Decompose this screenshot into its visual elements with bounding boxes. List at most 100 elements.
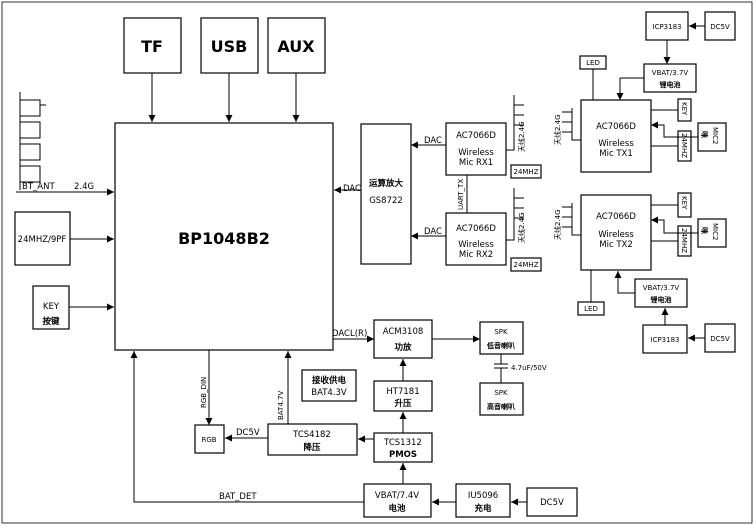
bat-label: VBAT/7.4V — [375, 491, 419, 501]
tx2-key-label: KEY — [680, 196, 688, 210]
tf-block: TF — [123, 17, 182, 74]
tx1-name2-label: Mic TX1 — [599, 149, 633, 159]
pmos-block: TCS1312 PMOS — [373, 432, 433, 463]
charger-block: IU5096 充电 — [455, 483, 511, 518]
bat-block: VBAT/7.4V 电池 — [363, 483, 432, 518]
pmos-cn-label: PMOS — [389, 450, 417, 460]
bat-cn-label: 电池 — [388, 503, 406, 514]
rx2-dac-label: DAC — [424, 227, 442, 237]
tx1-antenna — [562, 108, 581, 141]
tx2-xtal-label: 24MHZ — [680, 228, 688, 253]
tx2-key-block: KEY — [677, 192, 692, 218]
rx1-xtal-block: 24MHZ — [510, 164, 542, 179]
cap-label: 4.7uF/50V — [511, 364, 547, 372]
vbat-top-cn-label: 锂电池 — [660, 80, 681, 89]
rx1-block: AC7066D Wireless Mic RX1 — [445, 122, 507, 176]
vbat-bot-arrow — [614, 271, 635, 294]
wireless-charge-block: 接收供电 BAT4.3V — [301, 369, 357, 402]
icp-top-label: ICP3183 — [653, 23, 682, 31]
led1-block: LED — [579, 55, 607, 70]
dac-to-main-label: DAC — [343, 184, 361, 194]
led1-label: LED — [586, 59, 600, 67]
vbat-bot-cn-label: 锂电池 — [651, 295, 672, 304]
tf-label: TF — [141, 37, 163, 56]
rx1-dac-label: DAC — [424, 136, 442, 146]
buck-block: TCS4182 降压 — [267, 423, 358, 456]
icp-top-block: ICP3183 — [645, 11, 689, 41]
aux-block: AUX — [267, 17, 326, 74]
wireless-charge-label: 接收供电 — [312, 375, 347, 386]
capacitor — [494, 354, 508, 383]
charger-label: IU5096 — [468, 491, 498, 501]
tx1-key-block: KEY — [677, 98, 692, 122]
tx2-xtal-block: 24MHZ — [677, 225, 692, 257]
rx2-name2-label: Mic RX2 — [459, 250, 493, 260]
spk-low-label: SPK — [494, 328, 508, 336]
tx2-chip-label: AC7066D — [596, 212, 636, 222]
rx2-name1-label: Wireless — [458, 240, 494, 250]
tx2-mic-block: MIC2 咪 — [697, 218, 727, 248]
dc5v-top-label: DC5V — [710, 23, 730, 31]
tx2-name1-label: Wireless — [598, 230, 634, 240]
tx2-ant-label: 天线2.4G — [553, 209, 562, 240]
main-chip-label: BP1048B2 — [178, 229, 270, 248]
key-main-cn-label: 按键 — [42, 316, 60, 327]
key-main-block: KEY 按键 — [32, 285, 70, 330]
rx1-ant-label: 天线2.4G — [517, 121, 526, 152]
boost-label: HT7181 — [386, 387, 419, 397]
opamp-block: 运算放大 GS8722 — [360, 123, 412, 265]
dc5v-top-block: DC5V — [704, 11, 736, 41]
spk-high-cn-label: 高音喇叭 — [487, 402, 515, 411]
icp-bot-label: ICP3183 — [651, 336, 680, 344]
dc5v-chg-label: DC5V — [540, 498, 564, 508]
tx1-chip-label: AC7066D — [596, 122, 636, 132]
tx2-antenna — [562, 203, 581, 236]
buck-cn-label: 降压 — [303, 442, 321, 453]
dacl-label: DACL(R) — [332, 329, 367, 339]
wireless-charge-v-label: BAT4.3V — [311, 388, 347, 398]
rx2-antenna — [506, 188, 524, 241]
tx1-ant-label: 天线2.4G — [553, 114, 562, 145]
dc5v-bot-label: DC5V — [710, 335, 730, 343]
opamp-label: 运算放大 — [369, 178, 404, 189]
rx2-xtal-label: 24MHZ — [513, 261, 538, 269]
bt-ant-label: BT_ANT — [22, 182, 55, 192]
dc5v-bot-block: DC5V — [704, 323, 736, 353]
bat-det-line — [130, 351, 364, 503]
vbat-top-label: VBAT/3.7V — [652, 69, 689, 77]
rgb-block: RGB — [194, 424, 225, 454]
rgb-label: RGB — [201, 436, 216, 444]
tx1-name1-label: Wireless — [598, 139, 634, 149]
tx2-mic-wire — [651, 216, 698, 234]
aux-label: AUX — [277, 37, 315, 56]
uart-label: UART_TX — [457, 179, 465, 210]
rx2-block: AC7066D Wireless Mic RX2 — [445, 212, 507, 266]
tx2-block: AC7066D Wireless Mic TX2 — [580, 194, 652, 271]
crystal-main-label: 24MHZ/9PF — [18, 235, 67, 245]
usb-label: USB — [211, 37, 248, 56]
spk-low-cn-label: 低音喇叭 — [486, 341, 515, 350]
vbat-bot-block: VBAT/3.7V 锂电池 — [634, 278, 688, 308]
rx2-ant-label: 天线2.4G — [517, 212, 526, 243]
crystal-main-block: 24MHZ/9PF — [14, 211, 71, 266]
bat-det-label: BAT_DET — [219, 492, 257, 502]
tx1-xtal-label: 24MHZ — [680, 133, 688, 158]
amp-cn-label: 功放 — [394, 342, 412, 353]
buck-label: TCS4182 — [292, 430, 331, 440]
rx2-chip-label: AC7066D — [456, 224, 496, 234]
rx1-name1-label: Wireless — [458, 148, 494, 158]
tx1-mic-wire — [651, 121, 698, 138]
tx2-mic-cn-label: 咪 — [700, 227, 709, 235]
icp-bot-block: ICP3183 — [642, 324, 688, 354]
bt-freq-label: 2.4G — [74, 182, 94, 192]
tx2-name2-label: Mic TX2 — [599, 240, 633, 250]
rx1-chip-label: AC7066D — [456, 131, 496, 141]
pmos-label: TCS1312 — [383, 438, 422, 448]
vbat-bot-label: VBAT/3.7V — [643, 284, 680, 292]
rgb-din-label: RGB_DIN — [200, 377, 208, 408]
charger-cn-label: 充电 — [474, 503, 492, 514]
boost-cn-label: 升压 — [394, 398, 412, 409]
rx1-antenna — [506, 95, 524, 151]
